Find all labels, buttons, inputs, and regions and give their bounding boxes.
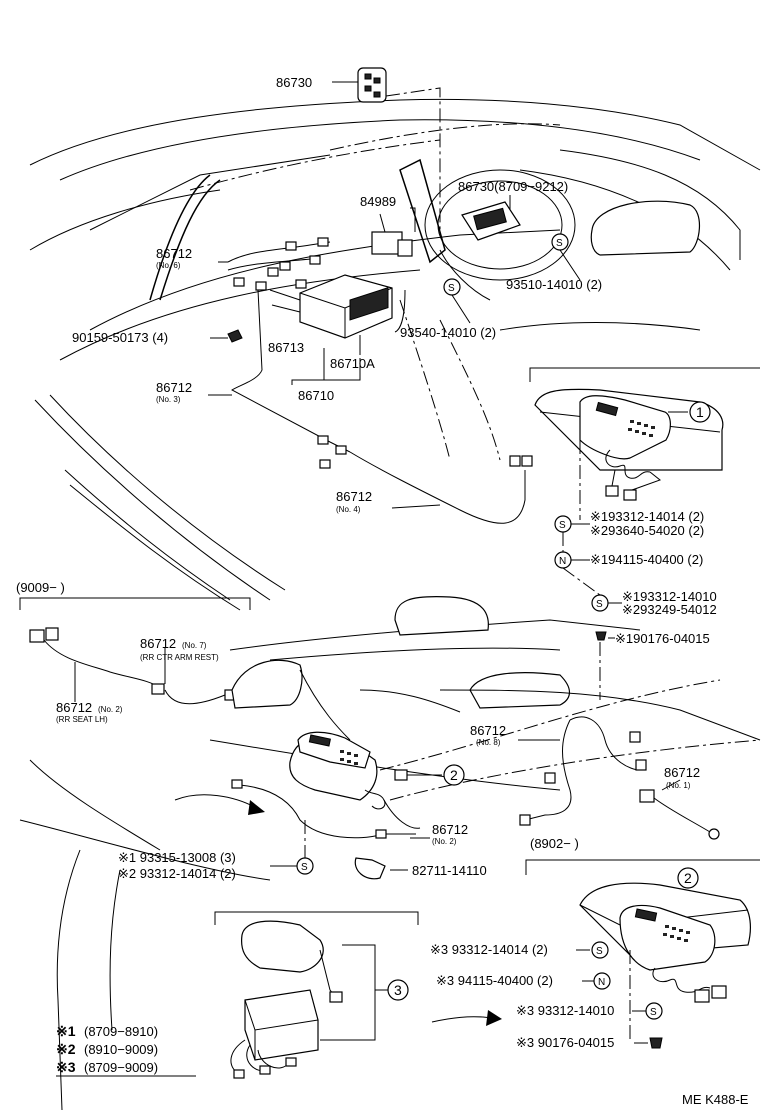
label-86712-no3: 86712 — [156, 380, 192, 395]
label-86712-no2b: 86712 — [432, 822, 468, 837]
part-90159: 90159-50173 (4) — [72, 329, 243, 345]
svg-text:(No. 6): (No. 6) — [156, 261, 181, 270]
svg-text:S: S — [559, 520, 566, 531]
harness-86712-no1: 86712 (No. 1) — [639, 765, 720, 840]
label-86713: 86713 — [268, 340, 304, 355]
svg-text:S: S — [301, 862, 308, 873]
harness-86712-no8: 86712 (No. 8) — [470, 716, 647, 826]
vehicle-outline — [29, 98, 761, 611]
handset-1-inset: 1 — [529, 367, 760, 520]
label-rr-ctr-arm-rest: (RR CTR ARM REST) — [140, 653, 219, 662]
item3-hardware: ※3 93312-14014 (2) S ※3 94115-40400 (2) … — [430, 941, 663, 1050]
svg-text:(No. 4): (No. 4) — [336, 505, 361, 514]
label-range-9009: (9009− ) — [16, 580, 65, 595]
fasteners-lower-left: S ※1 93315-13008 (3) ※2 93312-14014 (2) … — [118, 820, 487, 881]
part-86730-wheel: 86730(8709−9212) — [458, 179, 568, 241]
item1-hardware: S ※193312-14014 (2) ※293640-54020 (2) N … — [554, 509, 717, 700]
svg-text:S: S — [596, 946, 603, 957]
svg-text:(No. 3): (No. 3) — [156, 395, 181, 404]
part-86710-unit: 86713 86710A 86710 — [268, 274, 393, 403]
label-l3-b: ※3 94115-40400 (2) — [436, 973, 553, 988]
label-r1-f: ※190176-04015 — [615, 631, 710, 646]
steering-wheel — [399, 158, 576, 301]
key3-mark: ※3 — [56, 1059, 76, 1075]
label-86712-no2a: 86712 — [56, 700, 92, 715]
label-range-8902: (8902− ) — [530, 836, 579, 851]
figure-code: ME K488-E — [682, 1092, 749, 1107]
label-86712-no1: 86712 — [664, 765, 700, 780]
svg-text:(No. 7): (No. 7) — [182, 641, 207, 650]
callout-1: 1 — [696, 404, 704, 420]
label-r1-b: ※293640-54020 (2) — [590, 523, 704, 538]
label-86712-no4: 86712 — [336, 489, 372, 504]
harness-86712-no3: 86712 (No. 3) — [156, 289, 406, 469]
label-84989: 84989 — [360, 194, 396, 209]
key2-range: (8910−9009) — [84, 1042, 158, 1057]
label-86710A: 86710A — [330, 356, 375, 371]
inset-8902: (8902− ) 2 — [525, 836, 760, 1040]
svg-text:(No. 2): (No. 2) — [98, 705, 123, 714]
harness-86712-no6: 86712 (No. 6) — [156, 237, 331, 291]
svg-text:(No. 2): (No. 2) — [432, 837, 457, 846]
date-key: ※1 (8709−8910) ※2 (8910−9009) ※3 (8709−9… — [56, 1023, 196, 1077]
label-r1-c: ※194115-40400 (2) — [590, 552, 703, 567]
svg-text:S: S — [556, 238, 563, 249]
svg-text:S: S — [448, 283, 455, 294]
rear-cabin-outline — [19, 596, 761, 1111]
harness-86712-no4: 86712 (No. 4) — [336, 451, 533, 524]
svg-text:(No. 8): (No. 8) — [476, 738, 501, 747]
handset-2-car: 2 86712 (No. 2) — [231, 731, 468, 846]
part-86730-top: 86730 — [276, 67, 441, 230]
label-86712-no8: 86712 — [470, 723, 506, 738]
label-l3-c: ※3 93312-14010 — [516, 1003, 614, 1018]
symbol-s-93510: S 93510-14010 (2) — [506, 233, 602, 292]
label-rr-seat-lh: (RR SEAT LH) — [56, 715, 108, 724]
inset-item-3: 3 — [214, 911, 502, 1079]
label-86730-range: 86730(8709−9212) — [458, 179, 568, 194]
label-l3-a: ※3 93312-14014 (2) — [430, 942, 548, 957]
label-86712-no7: 86712 — [140, 636, 176, 651]
label-93510: 93510-14010 (2) — [506, 277, 602, 292]
svg-text:S: S — [596, 599, 603, 610]
svg-text:S: S — [650, 1007, 657, 1018]
key3-range: (8709−9009) — [84, 1060, 158, 1075]
label-90159: 90159-50173 (4) — [72, 330, 168, 345]
symbol-s-93540: S 93540-14010 (2) — [400, 278, 496, 340]
key2-mark: ※2 — [56, 1041, 76, 1057]
callout-2-car: 2 — [450, 767, 458, 783]
label-86712-no6: 86712 — [156, 246, 192, 261]
label-93315: ※1 93315-13008 (3) — [118, 850, 236, 865]
svg-text:N: N — [559, 556, 566, 567]
key1-range: (8709−8910) — [84, 1024, 158, 1039]
svg-text:(No. 1): (No. 1) — [666, 781, 691, 790]
label-r1-a: ※193312-14014 (2) — [590, 509, 704, 524]
inset-9009: (9009− ) 86712 (No. 7) (RR CTR ARM REST)… — [16, 580, 251, 724]
label-93540: 93540-14010 (2) — [400, 325, 496, 340]
label-r1-e: ※293249-54012 — [622, 602, 717, 617]
callout-3: 3 — [394, 982, 402, 998]
label-r1-d: ※193312-14010 — [622, 589, 717, 604]
svg-text:N: N — [598, 977, 605, 988]
label-86730-top: 86730 — [276, 75, 312, 90]
label-l3-d: ※3 90176-04015 — [516, 1035, 614, 1050]
part-84989: 84989 — [360, 194, 416, 257]
label-93312-2: ※2 93312-14014 (2) — [118, 866, 236, 881]
label-86710: 86710 — [298, 388, 334, 403]
key1-mark: ※1 — [56, 1023, 76, 1039]
callout-2-inset: 2 — [684, 870, 692, 886]
label-82711: 82711-14110 — [412, 863, 487, 878]
